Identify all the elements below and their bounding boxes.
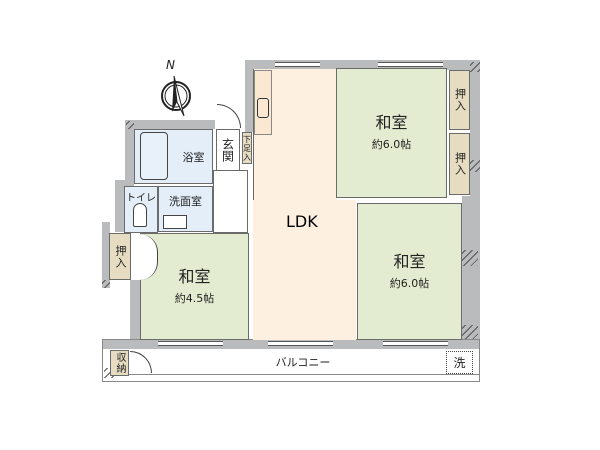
room-entrance: 玄関 [216, 129, 240, 171]
ldk-label: LDK [286, 212, 318, 231]
compass-icon [161, 75, 191, 117]
window [378, 62, 443, 67]
room-name: 和室 [178, 266, 211, 286]
wall-hatch [104, 368, 114, 378]
room-size: 約6.0帖 [389, 276, 430, 290]
toilet-icon [133, 203, 147, 227]
wall-wet-top [125, 120, 215, 129]
wall-hatch [470, 62, 480, 72]
wall-west-1 [125, 120, 134, 186]
room-name: 和室 [375, 113, 408, 132]
room-size: 約6.0帖 [371, 138, 412, 151]
north-label: N [166, 58, 175, 72]
window [383, 341, 448, 346]
window [158, 341, 223, 346]
room-ldk-lower [253, 200, 356, 340]
wall-hatch [462, 325, 478, 339]
wall-west-2 [115, 180, 125, 232]
shoe-closet: 下足入 [242, 132, 252, 164]
wall-right-lower [462, 196, 480, 352]
room-name: 浴室 [182, 150, 205, 164]
wall-ldk-left [245, 60, 253, 132]
entrance-door [217, 104, 241, 128]
washer-label: 洗 [453, 356, 466, 370]
room-name: 玄関 [220, 138, 235, 162]
room-name: トイレ [126, 193, 156, 204]
room-washitsu-se: 和室 約6.0帖 [357, 203, 462, 340]
wall-hatch [126, 121, 134, 129]
bathtub-icon [140, 132, 168, 180]
wall-hatch [470, 160, 480, 172]
kitchen-counter [254, 70, 272, 135]
room-name: 洗面室 [169, 195, 202, 208]
window [268, 341, 333, 346]
sink-icon [257, 98, 269, 118]
wall-top [245, 60, 480, 70]
wall-west-3 [102, 222, 110, 288]
room-name: 和室 [393, 251, 426, 271]
sliding-door [140, 234, 158, 280]
room-size: 約4.5帖 [174, 291, 215, 305]
closet-ne-1: 押入 [449, 70, 470, 130]
room-washitsu-sw: 和室 約4.5帖 [140, 233, 249, 340]
wall-west-4 [130, 280, 140, 345]
wall-hatch [462, 250, 478, 266]
storage: 収納 [110, 350, 129, 376]
washbasin-icon [163, 215, 187, 229]
closet-ne-2: 押入 [449, 133, 470, 195]
washer-space: 洗 [446, 351, 473, 374]
balcony-label: バルコニー [275, 355, 331, 369]
closet-w: 押入 [109, 233, 131, 280]
room-washitsu-ne: 和室 約6.0帖 [336, 68, 447, 198]
wall-hatch [102, 280, 110, 288]
balcony: バルコニー [127, 349, 479, 375]
compass: N [158, 58, 198, 120]
hallway [213, 170, 248, 233]
window [275, 62, 320, 67]
